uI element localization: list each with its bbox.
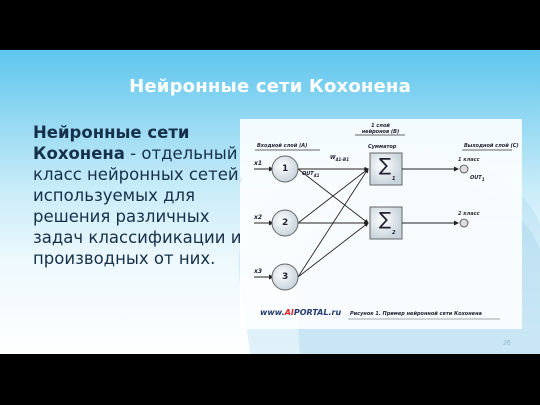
kohonen-network-diagram: Входной слой (A) 1 слой нейронов (B) Сум…	[240, 119, 522, 329]
body-text: Нейронные сети Кохонена - отдельный клас…	[33, 122, 248, 269]
logo-ai: AI	[284, 308, 294, 317]
page-number: 26	[503, 340, 511, 347]
out-label: OUT41	[302, 171, 320, 178]
input-layer-label: Входной слой (A)	[257, 143, 308, 149]
neuron-3	[271, 263, 299, 291]
logo-portal: PORTAL	[293, 308, 329, 317]
class-1-label: 1 класс	[458, 157, 480, 163]
slide: Нейронные сети Кохонена Нейронные сети К…	[0, 50, 540, 354]
input-x3-label: x3	[254, 268, 263, 275]
out-label-text: OUT	[302, 171, 314, 177]
neuron-1	[271, 155, 299, 183]
sum-symbol-2: ∑	[379, 209, 392, 230]
weight-label: W41-B1	[330, 155, 349, 162]
diagram-graphic	[254, 134, 512, 320]
logo-prefix: www.	[260, 308, 285, 317]
weight-label-text: W	[330, 155, 336, 161]
out1-label: OUT1	[470, 175, 485, 182]
sum-symbol-1: ∑	[379, 155, 392, 176]
neuron-1-number: 1	[282, 164, 289, 174]
body-text-rest: - отдельный класс нейронных сетей, испол…	[33, 144, 244, 268]
class-2-label: 2 класс	[458, 211, 480, 217]
summator-1	[369, 152, 403, 186]
input-x1-label: x1	[254, 160, 263, 167]
figure-caption: Рисунок 1. Пример нейронной сети Кохонен…	[350, 311, 482, 317]
input-x2-label: x2	[254, 214, 263, 221]
sum-sub-2: 2	[392, 230, 396, 236]
summator-2	[369, 206, 403, 240]
logo-suffix: .ru	[328, 308, 342, 317]
hidden-layer-label: 1 слой нейронов (B)	[361, 123, 400, 135]
sum-sub-1: 1	[392, 176, 396, 182]
neuron-2-number: 2	[282, 218, 289, 228]
out1-label-text: OUT	[470, 175, 482, 181]
output-layer-label: Выходной слой (C)	[464, 143, 519, 149]
out1-label-sub: 1	[481, 177, 485, 182]
aiportal-logo: www.AIPORTAL.ru	[260, 308, 341, 317]
body-text-bold: Нейронные сети Кохонена	[33, 123, 190, 163]
adder-label: Сумматор	[368, 144, 397, 150]
weight-label-sub: 41-B1	[335, 157, 350, 162]
slide-title: Нейронные сети Кохонена	[129, 76, 411, 97]
neuron-2	[271, 209, 299, 237]
neuron-3-number: 3	[282, 272, 289, 282]
out-label-sub: 41	[313, 173, 320, 178]
